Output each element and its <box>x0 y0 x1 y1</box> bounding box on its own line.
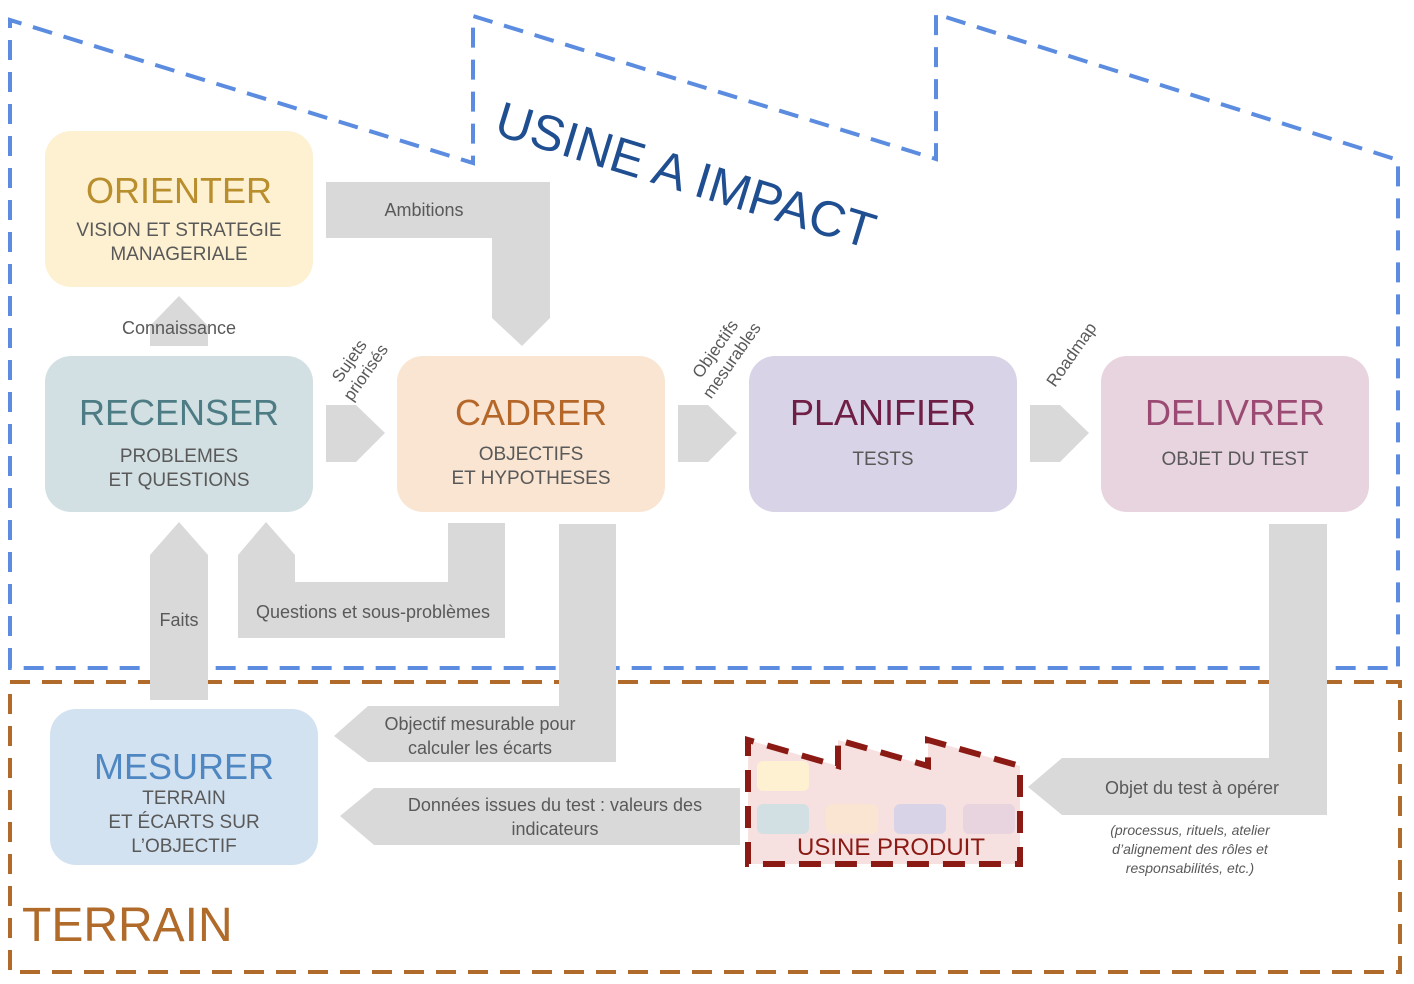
box-cadrer-title: CADRER <box>454 392 607 433</box>
box-mesurer-subtitle: TERRAIN ET ÉCARTS SUR L’OBJECTIF <box>108 788 260 857</box>
box-cadrer-subtitle: OBJECTIFS ET HYPOTHESES <box>451 444 611 489</box>
box-planifier-title: PLANIFIER <box>789 392 977 433</box>
arrow-faits <box>150 522 208 700</box>
arrow-roadmap <box>1030 405 1089 462</box>
arrow-ambitions <box>326 182 550 346</box>
box-recenser-subtitle: PROBLEMES ET QUESTIONS <box>108 446 250 491</box>
mini-tile-delivrer <box>963 804 1015 834</box>
arrow-questions-sous-problemes <box>238 522 505 638</box>
usine-produit-fill <box>748 740 1020 864</box>
box-delivrer-title: DELIVRER <box>1144 392 1326 433</box>
label-donnees-test: Données issues du test : valeurs des ind… <box>407 795 703 839</box>
terrain-outline <box>8 680 1402 974</box>
box-mesurer[interactable]: MESURER TERRAIN ET ÉCARTS SUR L’OBJECTIF <box>50 709 318 865</box>
arrow-objectif-mesurable-ecarts <box>334 524 616 762</box>
mini-tile-recenser <box>757 804 809 834</box>
box-orienter[interactable]: ORIENTER VISION ET STRATEGIE MANAGERIALE <box>45 131 313 287</box>
box-planifier[interactable]: PLANIFIER TESTS <box>749 356 1017 512</box>
usine-produit-outline <box>745 736 1023 867</box>
label-questions-sous-problemes: Questions et sous-problèmes <box>255 602 491 622</box>
mini-tile-orienter <box>757 761 809 791</box>
arrow-connaissance-shape <box>150 296 208 346</box>
usine-produit-label: USINE PRODUIT <box>796 834 985 861</box>
label-objectif-mesurable-ecarts: Objectif mesurable pour calculer les éca… <box>384 714 576 758</box>
label-faits: Faits <box>159 610 199 630</box>
box-recenser[interactable]: RECENSER PROBLEMES ET QUESTIONS <box>45 356 313 512</box>
box-delivrer[interactable]: DELIVRER OBJET DU TEST <box>1101 356 1369 512</box>
mini-tile-cadrer <box>826 804 878 834</box>
label-connaissance: Connaissance <box>121 318 237 338</box>
usine-impact-outline <box>8 11 1400 670</box>
box-cadrer[interactable]: CADRER OBJECTIFS ET HYPOTHESES <box>397 356 665 512</box>
usine-produit-factory <box>745 736 1023 867</box>
arrow-donnees-test <box>340 788 740 845</box>
arrow-objectifs-mesurables <box>678 405 737 462</box>
label-ambitions: Ambitions <box>384 200 464 220</box>
label-objet-test-operer: Objet du test à opérer <box>1104 778 1280 798</box>
box-delivrer-subtitle: OBJET DU TEST <box>1161 449 1309 470</box>
arrow-objet-test-operer <box>1028 524 1327 815</box>
box-orienter-title: ORIENTER <box>85 170 272 211</box>
box-planifier-subtitle: TESTS <box>852 449 914 470</box>
box-mesurer-title: MESURER <box>93 746 275 787</box>
label-objet-test-note: (processus, rituels, atelier d’alignemen… <box>1110 822 1270 876</box>
mini-tile-planifier <box>894 804 946 834</box>
terrain-title: TERRAIN <box>22 899 233 952</box>
box-recenser-title: RECENSER <box>78 392 280 433</box>
box-orienter-subtitle: VISION ET STRATEGIE MANAGERIALE <box>76 220 282 265</box>
arrow-sujets-priorises <box>326 405 385 462</box>
